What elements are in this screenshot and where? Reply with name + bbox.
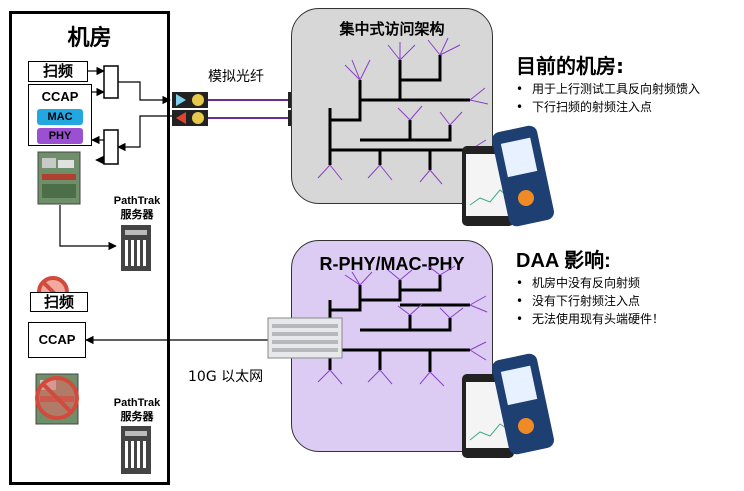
pathtrak-name: PathTrak [113, 195, 161, 207]
receiver-to-splitter-arrow [117, 115, 176, 152]
server-label: 服务器 [120, 209, 154, 221]
daa-title: R-PHY/MAC-PHY [319, 254, 465, 274]
ccap-label: CCAP [41, 89, 79, 104]
analog-fiber-label: 模拟光纤 [208, 69, 264, 85]
daa-impact-bullet: 没有下行射频注入点 [516, 292, 664, 310]
daa-impact-bullet: 机房中没有反向射频 [516, 274, 664, 292]
mac-badge: MAC [37, 109, 83, 125]
headend-optics [172, 92, 208, 126]
phy-badge: PHY [37, 128, 83, 144]
combiner-to-transmitter-arrow [118, 81, 171, 105]
current-room-bullet: 用于上行测试工具反向射频馈入 [516, 80, 700, 98]
server-label-daa: 服务器 [120, 411, 154, 423]
daa-impact-bullet: 无法使用现有头端硬件！ [516, 310, 664, 328]
centralized-title: 集中式访问架构 [339, 20, 445, 38]
sweep-box: 扫频 [28, 61, 88, 82]
pathtrak-name-daa: PathTrak [113, 397, 161, 409]
ccap-box: CCAP MAC PHY [28, 84, 92, 146]
sweep-box-daa: 扫频 [30, 292, 88, 312]
daa-impact-heading: DAA 影响: [516, 250, 611, 272]
current-room-bullet: 下行扫频的射频注入点 [516, 98, 700, 116]
ethernet-label: 10G 以太网 [188, 369, 264, 385]
card-to-server-arrow [59, 205, 117, 251]
current-room-list: 用于上行测试工具反向射频馈入 下行扫频的射频注入点 [516, 80, 700, 116]
daa-impact-list: 机房中没有反向射频 没有下行射频注入点 无法使用现有头端硬件！ [516, 274, 664, 328]
ccap-box-daa: CCAP [28, 322, 86, 358]
headend-room [9, 11, 170, 485]
current-room-heading: 目前的机房: [516, 54, 624, 78]
headend-title: 机房 [67, 26, 112, 51]
